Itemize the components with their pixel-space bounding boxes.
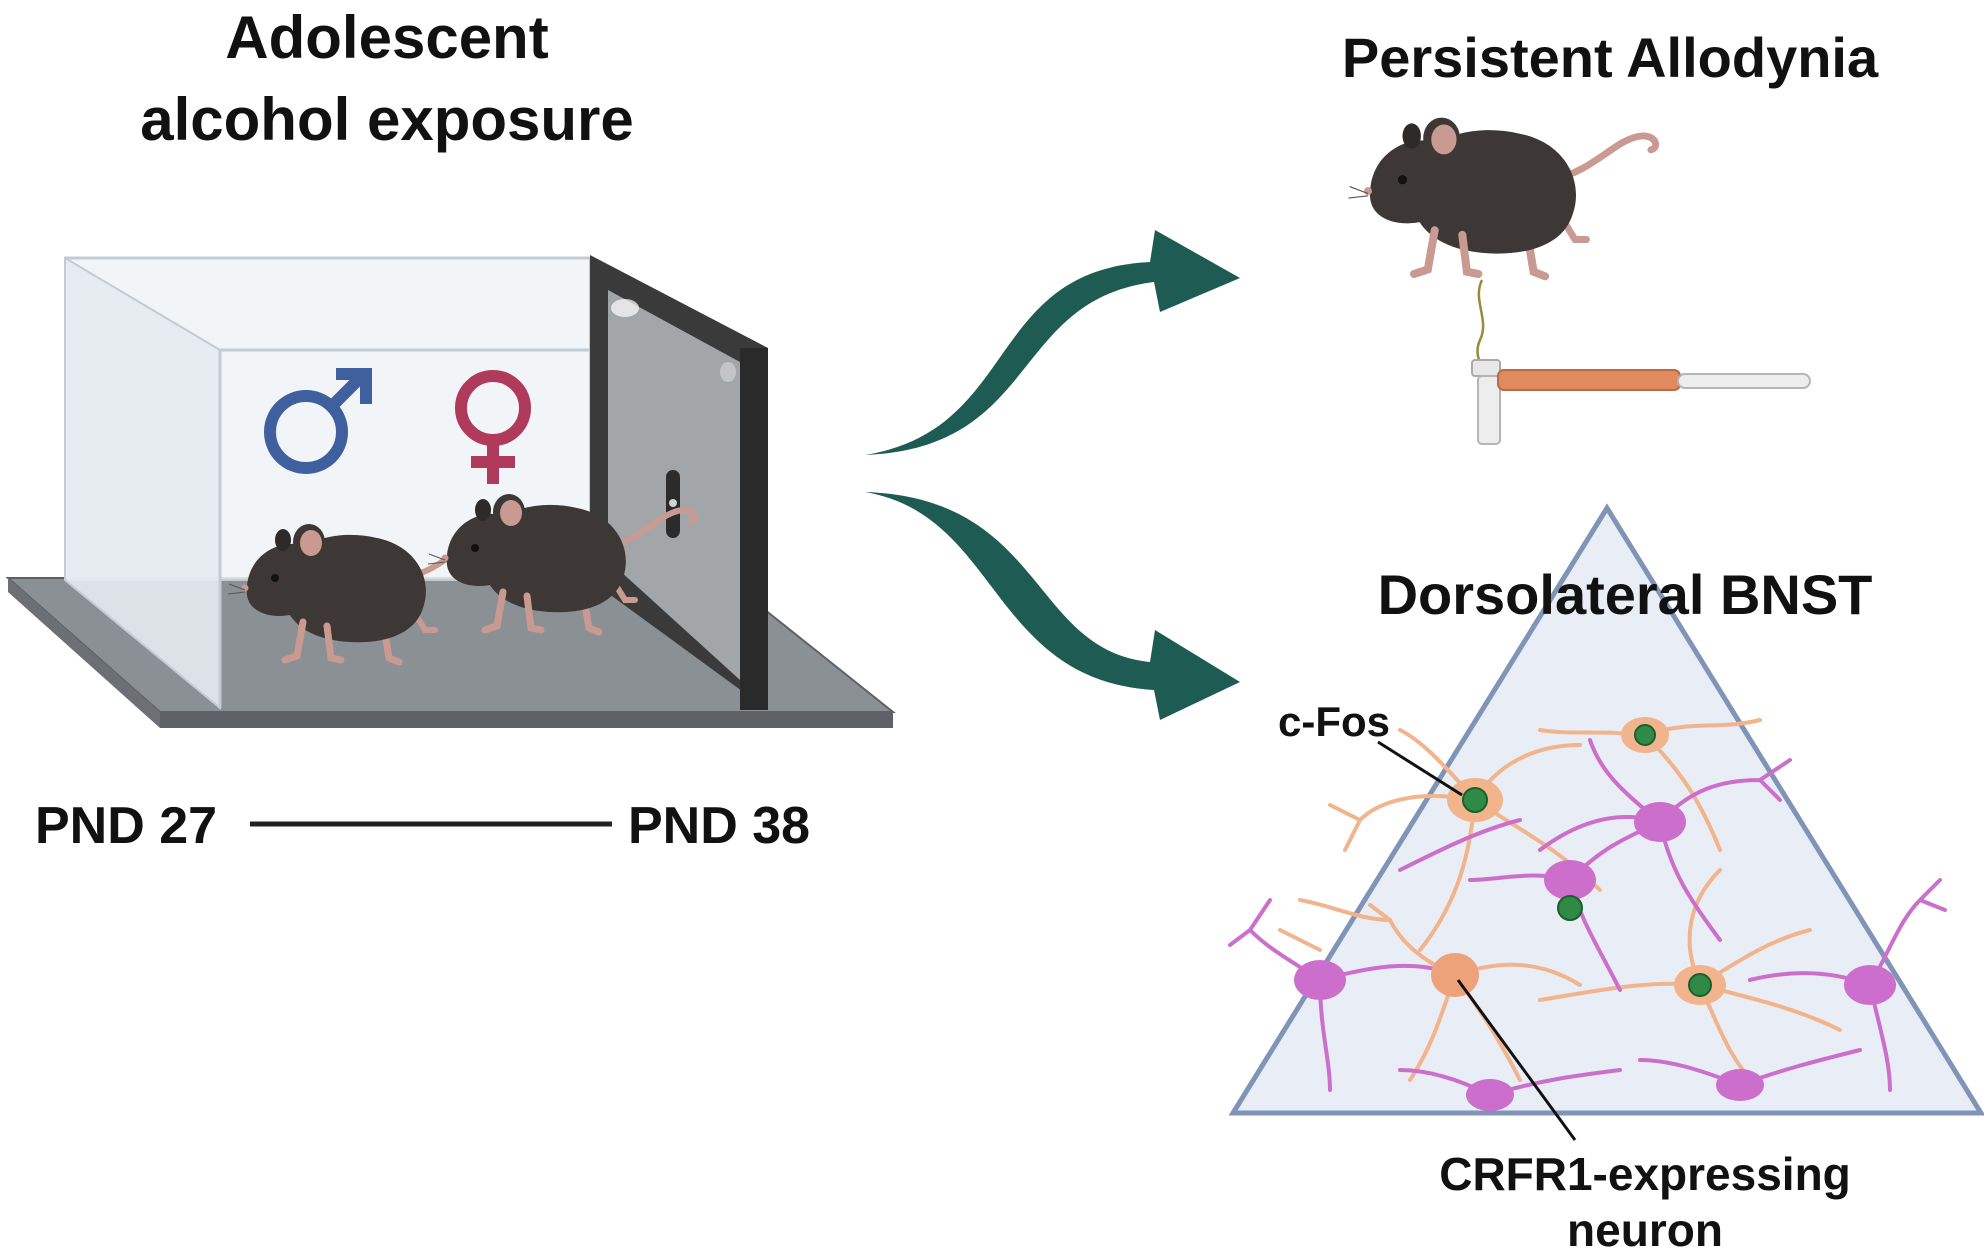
cfos-nucleus: [1557, 895, 1583, 921]
timeline-start-label: PND 27: [35, 797, 217, 855]
bnst-triangle: [1228, 503, 1984, 1116]
von-frey-filament-icon: [1471, 279, 1811, 445]
bnst-title: Dorsolateral BNST: [1378, 563, 1873, 626]
allodynia-title: Persistent Allodynia: [1342, 26, 1879, 89]
cage: [5, 255, 896, 728]
male-symbol-icon: [264, 368, 372, 474]
neuron-purple-soma: [1716, 1069, 1764, 1101]
neuron-purple-soma: [1544, 860, 1596, 900]
female-symbol-icon: [455, 370, 531, 484]
neuron-label-line1: CRFR1-expressing: [1439, 1148, 1851, 1200]
neuron-pointer-line: [1456, 979, 1577, 1141]
cfos-pointer-line: [1377, 740, 1463, 797]
mouse-icon-allodynia: [1348, 118, 1655, 277]
cfos-nuclei: [1462, 724, 1712, 997]
left-title-line1: Adolescent: [225, 4, 548, 71]
cfos-nucleus: [1634, 724, 1656, 746]
curved-arrow-icon-down: [865, 492, 1240, 720]
neuron-orange-soma: [1431, 953, 1479, 997]
neuron-purple-soma: [1844, 965, 1896, 1005]
neuron-icon-somas: [1294, 717, 1896, 1111]
cfos-nucleus: [1462, 787, 1488, 813]
cfos-nucleus: [1688, 973, 1712, 997]
left-title-line2: alcohol exposure: [140, 86, 633, 153]
curved-arrow-icon-up: [865, 230, 1240, 455]
neuron-purple-soma: [1466, 1079, 1514, 1111]
neuron-purple-soma: [1634, 802, 1686, 842]
cfos-label: c-Fos: [1278, 698, 1390, 745]
neuron-label-line2: neuron: [1567, 1204, 1723, 1253]
neuron-purple-soma: [1294, 960, 1346, 1000]
cage-floor-edge: [160, 712, 893, 728]
timeline-end-label: PND 38: [628, 797, 810, 855]
